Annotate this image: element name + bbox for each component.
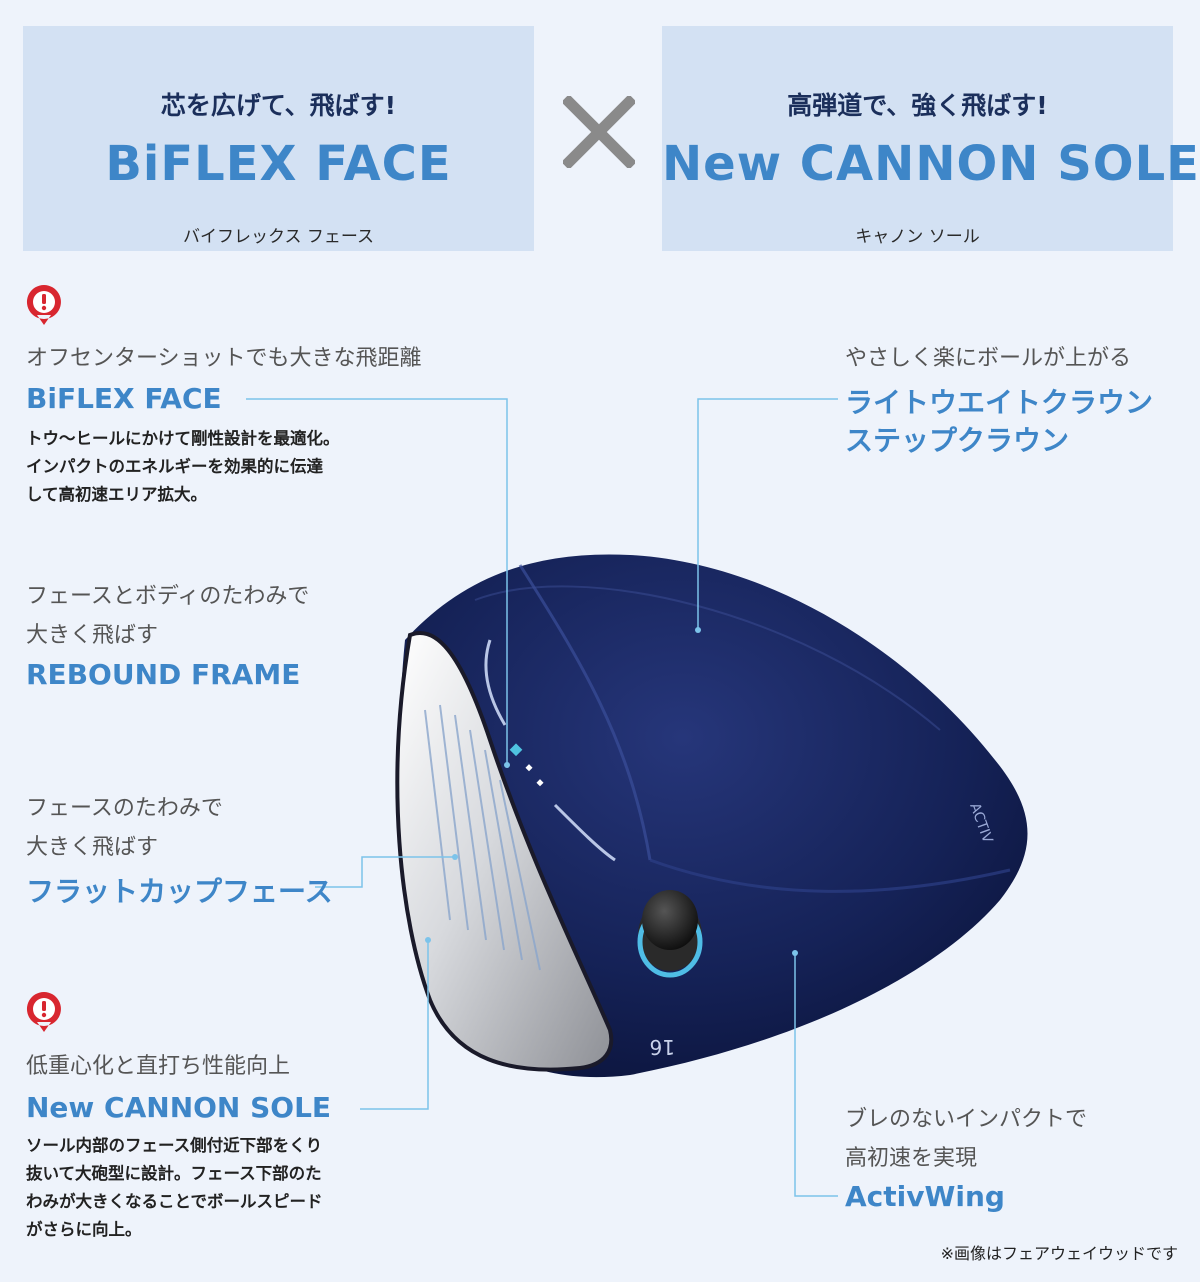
biflex-face-reading: バイフレックス フェース xyxy=(182,227,375,247)
cannon-desc-line: ソール内部のフェース側付近下部をくり xyxy=(26,1136,323,1155)
alert-icon xyxy=(26,992,61,1032)
cannon-description: ソール内部のフェース側付近下部をくり 抜いて大砲型に設計。フェース下部のた わみ… xyxy=(26,1132,426,1244)
rebound-lead-2: 大きく飛ばす xyxy=(26,623,159,648)
flatcup-lead-1: フェースのたわみで xyxy=(26,796,223,821)
biflex-desc-line: トウ〜ヒールにかけて剛性設計を最適化。 xyxy=(26,429,340,448)
cannon-desc-line: がさらに向上。 xyxy=(26,1220,142,1239)
biflex-desc-line: インパクトのエネルギーを効果的に伝達 xyxy=(26,457,323,476)
flatcup-name: フラットカップフェース xyxy=(26,875,333,908)
flatcup-lead-2: 大きく飛ばす xyxy=(26,835,159,860)
cannon-desc-line: 抜いて大砲型に設計。フェース下部のた xyxy=(26,1164,322,1183)
biflex-name: BiFLEX FACE xyxy=(26,382,222,415)
activwing-lead-1: ブレのないインパクトで xyxy=(845,1107,1088,1132)
rebound-lead-1: フェースとボディのたわみで xyxy=(26,584,310,609)
biflex-desc-line: して高初速エリア拡大。 xyxy=(26,485,208,504)
crown-name-2: ステップクラウン xyxy=(845,424,1070,457)
cross-icon xyxy=(563,96,635,168)
activwing-name: ActivWing xyxy=(845,1180,1005,1213)
rebound-name: REBOUND FRAME xyxy=(26,658,301,691)
crown-lead: やさしく楽にボールが上がる xyxy=(845,346,1132,371)
cannon-lead: 低重心化と直打ち性能向上 xyxy=(26,1054,291,1079)
biflex-face-title: BiFLEX FACE xyxy=(105,136,452,192)
club-head-image: 16 ACTIV xyxy=(395,554,1028,1078)
cannon-desc-line: わみが大きくなることでボールスピード xyxy=(26,1192,323,1211)
biflex-lead: オフセンターショットでも大きな飛距離 xyxy=(26,346,422,371)
cannon-name: New CANNON SOLE xyxy=(26,1091,332,1124)
cannon-sole-title: New CANNON SOLE xyxy=(662,136,1200,192)
cannon-sole-tagline: 高弾道で、強く飛ばす! xyxy=(787,91,1048,120)
biflex-face-panel: 芯を広げて、飛ばす! BiFLEX FACE バイフレックス フェース xyxy=(23,26,534,251)
biflex-face-tagline: 芯を広げて、飛ばす! xyxy=(160,91,397,120)
cannon-sole-reading: キャノン ソール xyxy=(855,227,980,247)
crown-name-1: ライトウエイトクラウン xyxy=(845,386,1154,419)
loft-number: 16 xyxy=(650,1035,675,1059)
activwing-lead-2: 高初速を実現 xyxy=(845,1146,978,1171)
alert-icon xyxy=(26,285,61,325)
image-note: ※画像はフェアウェイウッドです xyxy=(940,1244,1178,1263)
cannon-sole-panel: 高弾道で、強く飛ばす! New CANNON SOLE キャノン ソール xyxy=(662,26,1200,251)
biflex-description: トウ〜ヒールにかけて剛性設計を最適化。 インパクトのエネルギーを効果的に伝達 し… xyxy=(26,425,426,509)
